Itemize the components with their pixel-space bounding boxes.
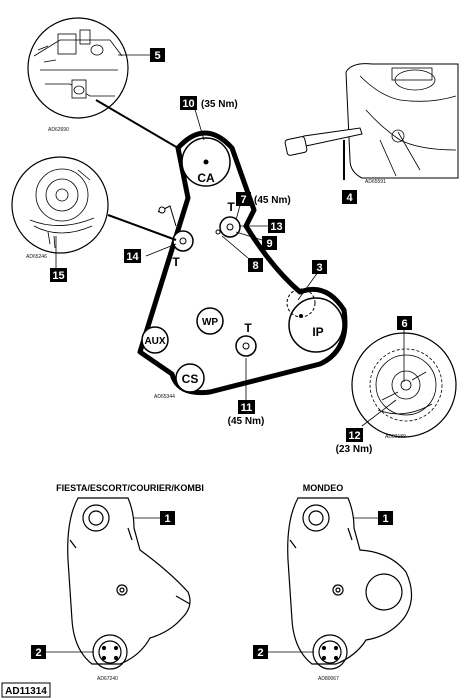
pulley-auxiliary-label: AUX [144, 336, 165, 347]
callout-14: 14 [124, 249, 141, 263]
inset-code-top-right: AD65591 [365, 179, 386, 185]
pulley-tensioner-top-label: T [227, 200, 235, 214]
callout-12: 12 [346, 428, 363, 442]
svg-text:2: 2 [35, 647, 41, 659]
svg-text:12: 12 [348, 430, 360, 442]
callout-2-right: 2 [253, 645, 268, 659]
diagram-id: AD11314 [5, 686, 47, 697]
svg-text:4: 4 [346, 192, 353, 204]
pulley-tensioner-bottom-label: T [244, 321, 252, 335]
inset-code-cover-left: AD67240 [97, 676, 118, 682]
callout-9: 9 [262, 236, 277, 250]
callout-15: 15 [50, 268, 67, 282]
inset-right: AD83189 [351, 332, 457, 440]
callout-6: 6 [397, 316, 412, 330]
callout-7: 7 [236, 192, 251, 206]
svg-text:14: 14 [126, 251, 139, 263]
inset-top-right: AD65591 [284, 63, 459, 185]
heading-right: MONDEO [303, 483, 344, 493]
torque-camshaft: (35 Nm) [201, 99, 238, 110]
pulley-water-pump-label: WP [202, 317, 218, 328]
inset-code-right: AD83189 [385, 434, 406, 440]
torque-tensioner-top: (45 Nm) [254, 195, 291, 206]
diagram-id-box: AD11314 [1, 682, 51, 698]
svg-text:6: 6 [401, 318, 407, 330]
pulley-injection-pump-label: IP [312, 325, 323, 339]
callout-3: 3 [312, 260, 327, 274]
callout-1-right: 1 [378, 511, 393, 525]
svg-text:10: 10 [182, 98, 194, 110]
torque-sprocket-bottom: (23 Nm) [336, 444, 373, 455]
svg-text:1: 1 [164, 513, 170, 525]
svg-text:2: 2 [257, 647, 263, 659]
belt-layout: CA T T WP AUX T IP CS AD65344 [137, 130, 348, 400]
inset-code-left: AD65246 [26, 254, 47, 260]
callout-1-left: 1 [160, 511, 175, 525]
callout-5: 5 [150, 48, 165, 62]
inset-left: AD65246 [11, 156, 109, 260]
svg-text:9: 9 [266, 238, 272, 250]
inset-code-main: AD65344 [154, 394, 175, 400]
svg-text:15: 15 [52, 270, 64, 282]
inset-top-left: AD62690 [27, 17, 129, 133]
svg-text:7: 7 [240, 194, 246, 206]
svg-text:11: 11 [241, 402, 253, 414]
timing-belt [137, 130, 348, 396]
callout-11: 11 [238, 400, 255, 414]
timing-cover-right [287, 497, 413, 670]
pulley-crankshaft-label: CS [182, 372, 199, 386]
svg-text:1: 1 [382, 513, 388, 525]
callout-13: 13 [268, 219, 285, 233]
svg-text:5: 5 [154, 50, 160, 62]
inset-code-top-left: AD62690 [48, 127, 69, 133]
svg-text:8: 8 [252, 260, 258, 272]
callout-4: 4 [342, 190, 357, 204]
heading-left: FIESTA/ESCORT/COURIER/KOMBI [56, 483, 204, 493]
svg-text:3: 3 [316, 262, 322, 274]
timing-cover-left [67, 497, 191, 670]
inset-code-cover-right: AD80067 [318, 676, 339, 682]
pulley-tensioner-left-label: T [172, 255, 180, 269]
callout-8: 8 [248, 258, 263, 272]
torque-tensioner-bottom: (45 Nm) [228, 416, 265, 427]
callout-2-left: 2 [31, 645, 46, 659]
leader-lines [95, 99, 345, 241]
callout-10: 10 [180, 96, 197, 110]
svg-text:13: 13 [270, 221, 282, 233]
pulley-camshaft-label: CA [197, 171, 215, 185]
